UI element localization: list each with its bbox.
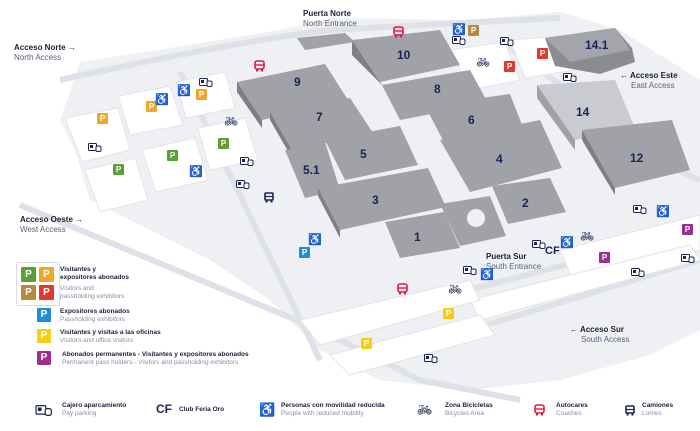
bicycle-icon[interactable]: 🚲︎ — [448, 284, 462, 296]
coach-icon[interactable] — [254, 60, 265, 72]
south-entrance-label: Puerta Sur South Entrance — [486, 252, 542, 271]
coach-icon — [534, 404, 545, 416]
bicycle-icon[interactable]: 🚲︎ — [580, 231, 594, 243]
legend-parking-yellow: P — [37, 329, 51, 343]
hall-5-1[interactable]: 5.1 — [303, 163, 320, 177]
club-feria-oro-icon: CF — [156, 402, 172, 416]
hall-3[interactable]: 3 — [372, 193, 379, 207]
pay-parking-icon[interactable] — [424, 354, 438, 363]
legend-parking-red: P — [39, 285, 54, 300]
parking-marker-orange[interactable]: P — [196, 89, 207, 100]
hall-9[interactable]: 9 — [294, 75, 301, 89]
bicycle-icon[interactable]: 🚲︎ — [476, 57, 490, 69]
hall-2[interactable]: 2 — [522, 196, 529, 210]
legend-office-visitors: Visitantes y visitas a las oficinas Visi… — [60, 329, 161, 344]
wheelchair-icon[interactable]: ♿ — [560, 237, 574, 249]
legend-parking-combo-box: P P P P — [16, 262, 60, 306]
north-entrance-label: Puerta Norte North Entrance — [303, 9, 357, 28]
parking-marker-red[interactable]: P — [537, 48, 548, 59]
wheelchair-icon: ♿ — [259, 402, 276, 417]
parking-marker-brown[interactable]: P — [468, 25, 479, 36]
pay-parking-icon[interactable] — [532, 240, 546, 249]
parking-marker-purple[interactable]: P — [682, 224, 693, 235]
pay-parking-icon[interactable] — [500, 37, 514, 46]
club-feria-oro-marker[interactable]: CF — [545, 245, 560, 257]
legend-passholding-exhibitors: Expositores abonados Passholding exhibit… — [60, 308, 130, 323]
legend-bicycles: Zona Bicicletas Bicycles Area — [445, 402, 493, 417]
legend-parking-blue: P — [37, 308, 51, 322]
parking-marker-yellow[interactable]: P — [443, 308, 454, 319]
hall-7[interactable]: 7 — [316, 110, 323, 124]
pay-parking-icon[interactable] — [452, 36, 466, 45]
hall-10[interactable]: 10 — [397, 48, 411, 62]
parking-marker-yellow[interactable]: P — [361, 338, 372, 349]
legend-reduced-mobility: Personas con movilidad reducida People w… — [281, 402, 385, 417]
parking-marker-purple[interactable]: P — [599, 252, 610, 263]
parking-marker-blue[interactable]: P — [299, 247, 310, 258]
pay-parking-icon — [35, 405, 53, 416]
hall-14-1[interactable]: 14.1 — [585, 38, 609, 52]
parking-marker-green[interactable]: P — [167, 150, 178, 161]
pay-parking-icon[interactable] — [463, 266, 477, 275]
parking-marker-red[interactable]: P — [504, 61, 515, 72]
parking-marker-green[interactable]: P — [218, 138, 229, 149]
hall-1[interactable]: 1 — [414, 230, 421, 244]
wheelchair-icon[interactable]: ♿ — [308, 234, 322, 246]
bicycle-icon: 🚲︎ — [417, 403, 433, 417]
pay-parking-icon[interactable] — [563, 73, 577, 82]
parking-marker-green[interactable]: P — [113, 164, 124, 175]
hall-14[interactable]: 14 — [576, 105, 590, 119]
bicycle-icon[interactable]: 🚲︎ — [224, 116, 238, 128]
legend-visitors-exhibitors: Visitantes y expositores abonados Visito… — [60, 266, 129, 300]
pay-parking-icon[interactable] — [88, 143, 102, 152]
pay-parking-icon[interactable] — [236, 180, 250, 189]
legend-parking-green: P — [21, 267, 36, 282]
north-access-label: Acceso Norte → North Access — [14, 43, 76, 62]
south-access-label: ← Acceso Sur South Access — [570, 325, 630, 344]
west-access-label: Acceso Oeste → West Access — [20, 215, 84, 234]
legend-parking-orange: P — [39, 267, 54, 282]
wheelchair-icon[interactable]: ♿ — [177, 85, 191, 97]
legend-parking-purple: P — [37, 351, 51, 365]
pay-parking-icon[interactable] — [681, 254, 695, 263]
legend-permanent-pass: Abonados permanentes - Visitantes y expo… — [62, 351, 249, 366]
legend-lorries: Camiones Lorries — [642, 402, 674, 417]
wheelchair-icon[interactable]: ♿ — [189, 166, 203, 178]
wheelchair-icon[interactable]: ♿ — [155, 94, 169, 106]
wheelchair-icon[interactable]: ♿ — [656, 206, 670, 218]
pay-parking-icon[interactable] — [633, 205, 647, 214]
lorry-icon[interactable] — [264, 192, 274, 203]
legend-parking-brown: P — [21, 285, 36, 300]
hall-4[interactable]: 4 — [496, 152, 503, 166]
wheelchair-icon[interactable]: ♿ — [452, 24, 466, 36]
wheelchair-icon[interactable]: ♿ — [480, 269, 494, 281]
hall-12[interactable]: 12 — [630, 151, 644, 165]
east-access-label: ← Acceso Este East Access — [620, 71, 678, 90]
parking-marker-orange[interactable]: P — [97, 113, 108, 124]
coach-icon[interactable] — [393, 26, 404, 38]
hall-5[interactable]: 5 — [360, 147, 367, 161]
legend-coaches: Autocares Coaches — [556, 402, 588, 417]
lorry-icon — [625, 405, 635, 416]
pay-parking-icon[interactable] — [631, 268, 645, 277]
hall-8[interactable]: 8 — [434, 82, 441, 96]
pay-parking-icon[interactable] — [240, 157, 254, 166]
coach-icon[interactable] — [397, 283, 408, 295]
parking-marker-orange[interactable]: P — [146, 101, 157, 112]
legend-club-feria-oro: Club Feria Oro — [179, 406, 225, 413]
pay-parking-icon[interactable] — [199, 78, 213, 87]
halls-shapes — [237, 28, 690, 258]
legend-pay-parking: Cajero aparcamiento Pay parking — [62, 402, 127, 417]
hall-6[interactable]: 6 — [468, 113, 475, 127]
